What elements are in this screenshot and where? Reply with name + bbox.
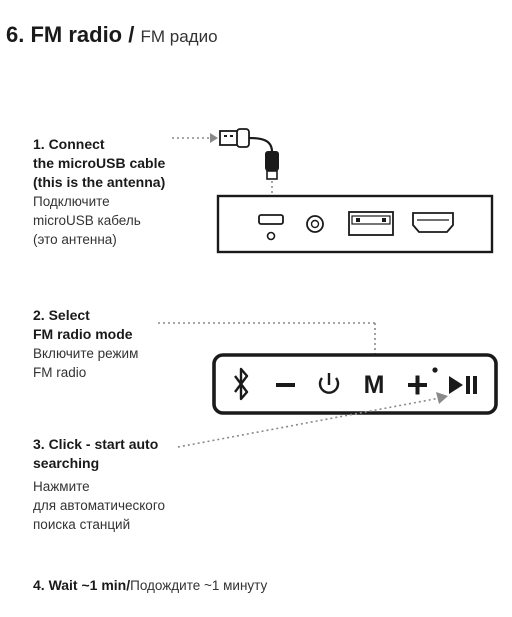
- step-3-ru-line: поиска станций: [33, 517, 131, 532]
- antenna-cable: [248, 136, 274, 153]
- step-1-ru-line: (это антенна): [33, 232, 117, 247]
- title-ru: FM радио: [140, 27, 218, 46]
- page-title: 6. FM radio / FM радио: [6, 22, 218, 48]
- bluetooth-icon: [234, 367, 249, 401]
- port-indicator-dot: [266, 231, 276, 241]
- step-4-en: 4. Wait ~1 min/: [33, 577, 131, 593]
- play-pause-icon: [449, 376, 477, 394]
- usb-a-plug-icon: [219, 128, 250, 148]
- minus-button: [276, 383, 295, 387]
- title-en: 6. FM radio: [6, 22, 123, 47]
- microusb-port-icon: [258, 214, 284, 225]
- step-1: 1. Connect the microUSB cable (this is t…: [33, 135, 165, 249]
- step-3-en-line: searching: [33, 455, 100, 471]
- step-1-en-line: 1. Connect: [33, 136, 105, 152]
- step-3: 3. Click - start auto searching Нажмите …: [33, 435, 165, 534]
- step-3-ru-line: для автоматического: [33, 498, 165, 513]
- step-2-ru-line: Включите режим: [33, 346, 139, 361]
- step-3-pointer-arrow: [177, 392, 448, 448]
- step-1-en-line: (this is the antenna): [33, 174, 166, 190]
- step-2-en-line: 2. Select: [33, 307, 90, 323]
- step-1-ru-line: microUSB кабель: [33, 213, 141, 228]
- step-2-en-line: FM radio mode: [33, 326, 133, 342]
- step-1-ru-line: Подключите: [33, 194, 110, 209]
- step-4: 4. Wait ~1 min/Подождите ~1 минуту: [33, 576, 267, 595]
- speaker-back-panel: [216, 194, 494, 254]
- step-3-en-line: 3. Click - start auto: [33, 436, 159, 452]
- power-icon: [318, 373, 340, 394]
- usb-a-port-icon: [348, 211, 394, 236]
- microusb-plug-icon: [265, 151, 279, 180]
- step-1-pointer-arrow: [172, 133, 218, 143]
- step-2-ru-line: FM radio: [33, 365, 87, 380]
- step-1-en-line: the microUSB cable: [33, 155, 166, 171]
- control-panel: M: [212, 353, 498, 415]
- indicator-dot: [432, 367, 438, 373]
- mode-button: M: [364, 371, 385, 399]
- step-2: 2. Select FM radio mode Включите режим F…: [33, 306, 138, 382]
- hdmi-port-icon: [412, 212, 454, 233]
- title-separator: /: [128, 22, 135, 47]
- step-3-ru-line: Нажмите: [33, 479, 90, 494]
- step-4-ru: Подождите ~1 минуту: [130, 578, 268, 593]
- plus-button: [408, 375, 427, 395]
